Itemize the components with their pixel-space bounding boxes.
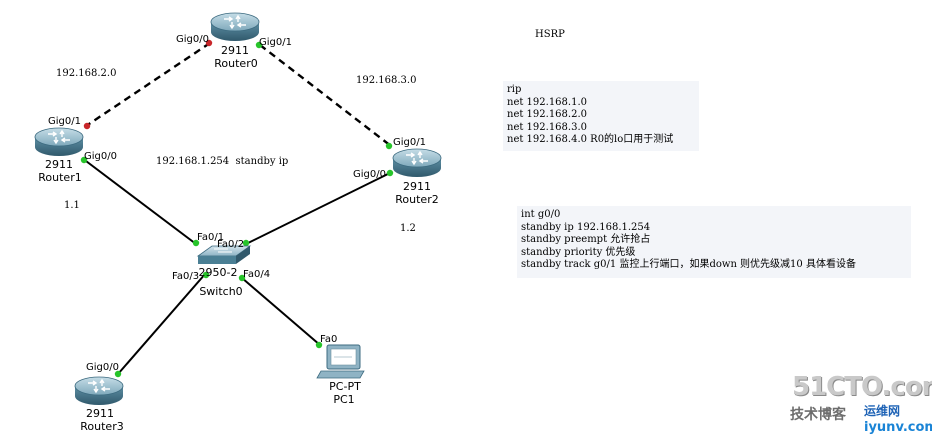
rip-line: net 192.168.2.0 [507,109,587,120]
switch0-port-fa03: Fa0/3 [172,271,199,282]
hsrp-line: standby ip 192.168.1.254 [521,221,651,233]
router2-port-gig01: Gig0/1 [393,137,426,148]
router3-model: 2911 [86,407,114,420]
switch0-port-fa01: Fa0/1 [197,232,224,243]
router2[interactable]: 2911 Router2 [392,148,442,206]
watermark: 51CTO.com 技术博客 运维网 iyunv.com [786,372,932,442]
router0-name: Router0 [214,57,257,70]
rip-line: rip [507,84,522,95]
hsrp-config-panel: int g0/0 standby ip 192.168.1.254 standb… [517,206,911,278]
router0-model: 2911 [221,44,249,57]
pc1-name: PC1 [333,393,354,406]
link-router0-router2 [259,44,392,147]
rip-line: net 192.168.4.0 R0的lo口用于测试 [507,134,674,145]
hsrp-line: standby preempt 允许抢占 [521,234,651,245]
link-router2-switch0 [245,171,393,245]
router1-model: 2911 [45,158,73,171]
router3-name: Router3 [80,420,123,433]
router2-ip-label: 1.2 [400,223,416,234]
router1-port-gig00: Gig0/0 [84,151,117,162]
switch0[interactable]: 2950-2 Switch0 [196,245,252,298]
router0-port-gig00: Gig0/0 [176,34,209,45]
hsrp-line: standby priority 优先级 [521,246,636,258]
router2-port-gig00: Gig0/0 [353,169,386,180]
watermark-brand: 51CTO.com [792,372,932,402]
router1[interactable]: 2911 Router1 [34,127,84,184]
router-icon [34,127,84,157]
router1-port-gig01: Gig0/1 [48,116,81,127]
pc1-model: PC-PT [329,380,361,393]
hsrp-line: standby track g0/1 监控上行端口，如果down 则优先级减10… [521,259,856,270]
watermark-site: 运维网 [864,404,901,418]
router2-name: Router2 [395,193,438,206]
rip-line: net 192.168.3.0 [507,121,587,133]
hsrp-line: int g0/0 [521,209,561,220]
router3[interactable]: 2911 Router3 [74,376,124,433]
router0-port-gig01: Gig0/1 [259,37,292,48]
link-router1-switch0 [81,157,197,245]
router-icon [74,376,124,406]
switch0-port-fa02: Fa0/2 [217,239,244,250]
router0[interactable]: 2911 Router0 [210,12,260,70]
switch0-name: Switch0 [199,285,242,298]
router3-port-gig00: Gig0/0 [86,362,119,373]
standby-ip-label: 192.168.1.254 standby ip [156,156,288,167]
network-label-right: 192.168.3.0 [356,75,416,86]
watermark-url: iyunv.com [864,420,932,435]
link-status-lights [80,39,394,378]
rip-line: net 192.168.1.0 [507,96,587,108]
link-router3-switch0 [117,272,207,375]
link-pc1-switch0 [241,277,321,346]
router2-model: 2911 [403,180,431,193]
pc1-port-fa0: Fa0 [320,334,337,345]
network-label-left: 192.168.2.0 [56,68,116,79]
switch0-model: 2950-2 [199,266,238,279]
page-title: HSRP [535,29,565,40]
rip-config-panel: rip net 192.168.1.0 net 192.168.2.0 net … [503,81,699,151]
switch0-port-fa04: Fa0/4 [243,269,270,280]
router-icon [392,148,442,178]
link-router0-router1 [85,42,211,127]
router-icon [210,12,260,42]
pc1[interactable]: PC-PT PC1 [316,344,365,406]
watermark-sub: 技术博客 [790,407,846,423]
router1-ip-label: 1.1 [64,200,80,211]
router1-name: Router1 [38,171,81,184]
